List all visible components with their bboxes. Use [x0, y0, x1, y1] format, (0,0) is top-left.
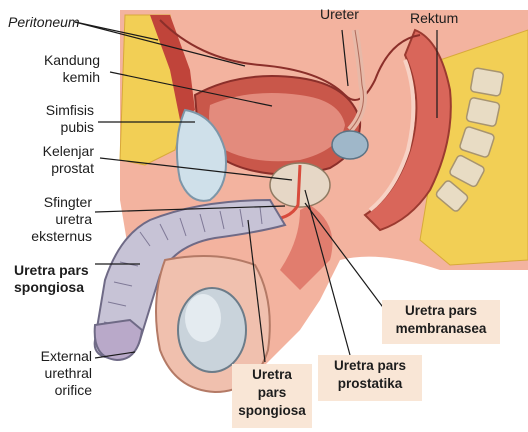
label-ureter: Ureter: [320, 6, 359, 23]
label-sfingter-uretra-eksternus: Sfingter uretra eksternus: [8, 194, 92, 245]
box-uretra-pars-membranasea: Uretra pars membranasea: [382, 300, 500, 344]
label-peritoneum: Peritoneum: [8, 14, 80, 31]
seminal-vesicle: [332, 131, 368, 159]
label-kandung-kemih: Kandung kemih: [14, 52, 100, 86]
box-uretra-pars-prostatika: Uretra pars prostatika: [318, 355, 422, 401]
label-external-urethral-orifice: External urethral orifice: [8, 348, 92, 399]
label-kelenjar-prostat: Kelenjar prostat: [8, 143, 94, 177]
testis-highlight: [185, 294, 221, 342]
box-uretra-pars-spongiosa: Uretra pars spongiosa: [232, 364, 312, 428]
label-rektum: Rektum: [410, 10, 458, 27]
label-uretra-pars-spongiosa: Uretra pars spongiosa: [14, 262, 89, 296]
label-simfisis-pubis: Simfisis pubis: [14, 102, 94, 136]
